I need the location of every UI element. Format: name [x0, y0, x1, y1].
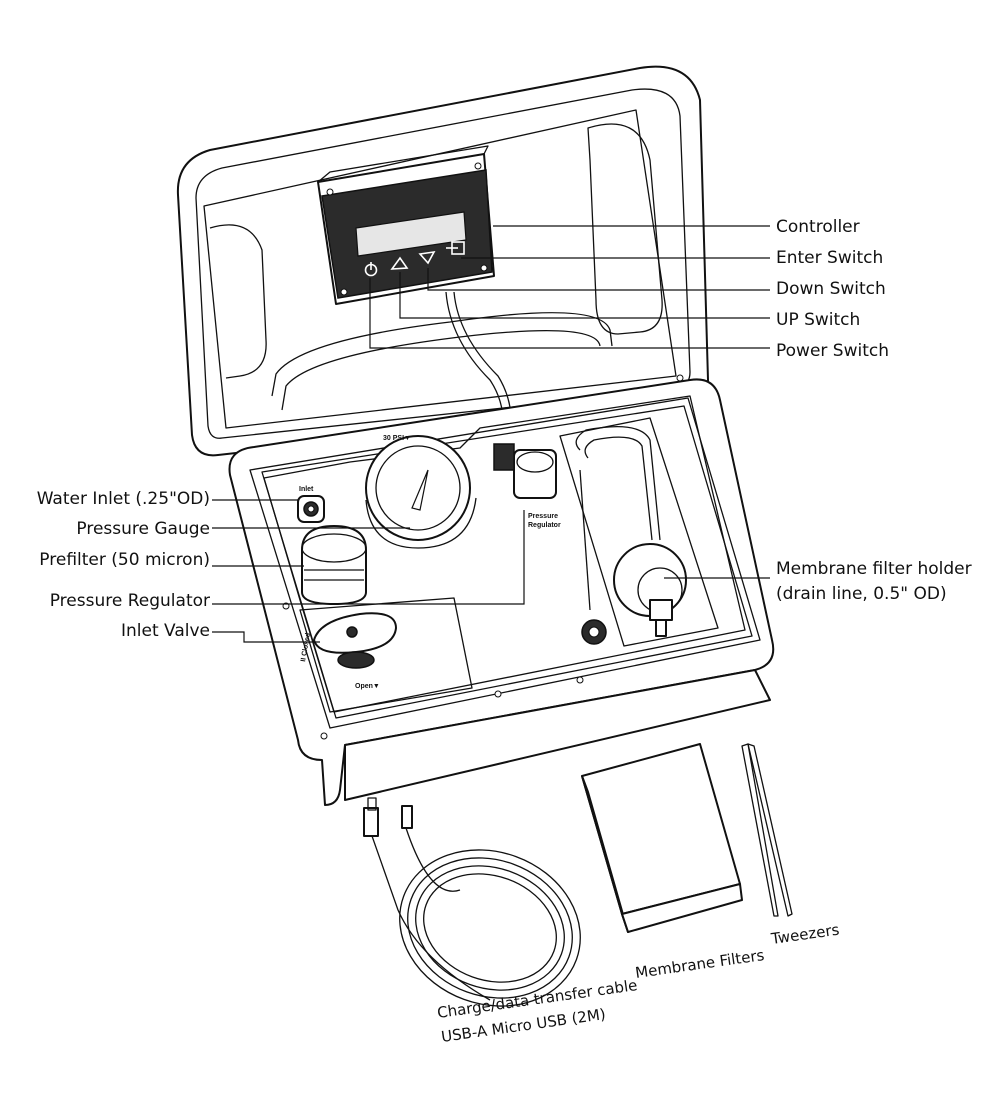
pressure-gauge — [365, 435, 477, 549]
gauge-scale-marking: 30 PSI▼ — [383, 435, 411, 442]
up-switch-icon[interactable] — [390, 256, 409, 270]
inlet-marking: Inlet — [299, 486, 314, 493]
label-membrane-filters: Membrane Filters — [634, 946, 766, 982]
label-inlet-valve: Inlet Valve — [121, 621, 210, 641]
label-membrane-holder-1: Membrane filter holder — [776, 559, 972, 579]
label-down-switch: Down Switch — [776, 279, 886, 299]
label-controller: Controller — [776, 217, 860, 237]
label-power-switch: Power Switch — [776, 341, 889, 361]
controller-display — [355, 211, 467, 257]
label-pressure-regulator: Pressure Regulator — [50, 591, 210, 611]
water-inlet-fitting — [297, 495, 325, 523]
label-tweezers: Tweezers — [769, 921, 841, 949]
leader-lines — [212, 225, 770, 643]
label-up-switch: UP Switch — [776, 310, 860, 330]
down-switch-icon[interactable] — [418, 250, 436, 265]
enter-switch-icon[interactable] — [446, 241, 465, 255]
membrane-filter-holder — [575, 426, 687, 645]
label-membrane-holder-2: (drain line, 0.5" OD) — [776, 584, 947, 604]
label-pressure-gauge: Pressure Gauge — [76, 519, 210, 539]
membrane-filter-box — [581, 743, 743, 933]
label-enter-switch: Enter Switch — [776, 248, 883, 268]
tweezers — [741, 743, 793, 917]
regulator-marking-2: Regulator — [528, 522, 561, 529]
label-prefilter: Prefilter (50 micron) — [39, 550, 210, 570]
label-water-inlet: Water Inlet (.25"OD) — [37, 489, 210, 509]
inlet-valve-handle — [313, 612, 397, 669]
closed-marking: II Closed — [300, 632, 312, 662]
usb-cable — [363, 797, 581, 1007]
prefilter-canister — [301, 525, 367, 605]
power-switch-icon[interactable] — [364, 262, 378, 277]
controller-box — [317, 145, 495, 305]
open-marking: Open▼ — [355, 683, 380, 690]
regulator-marking-1: Pressure — [528, 513, 558, 520]
pressure-regulator-knob — [493, 443, 557, 499]
